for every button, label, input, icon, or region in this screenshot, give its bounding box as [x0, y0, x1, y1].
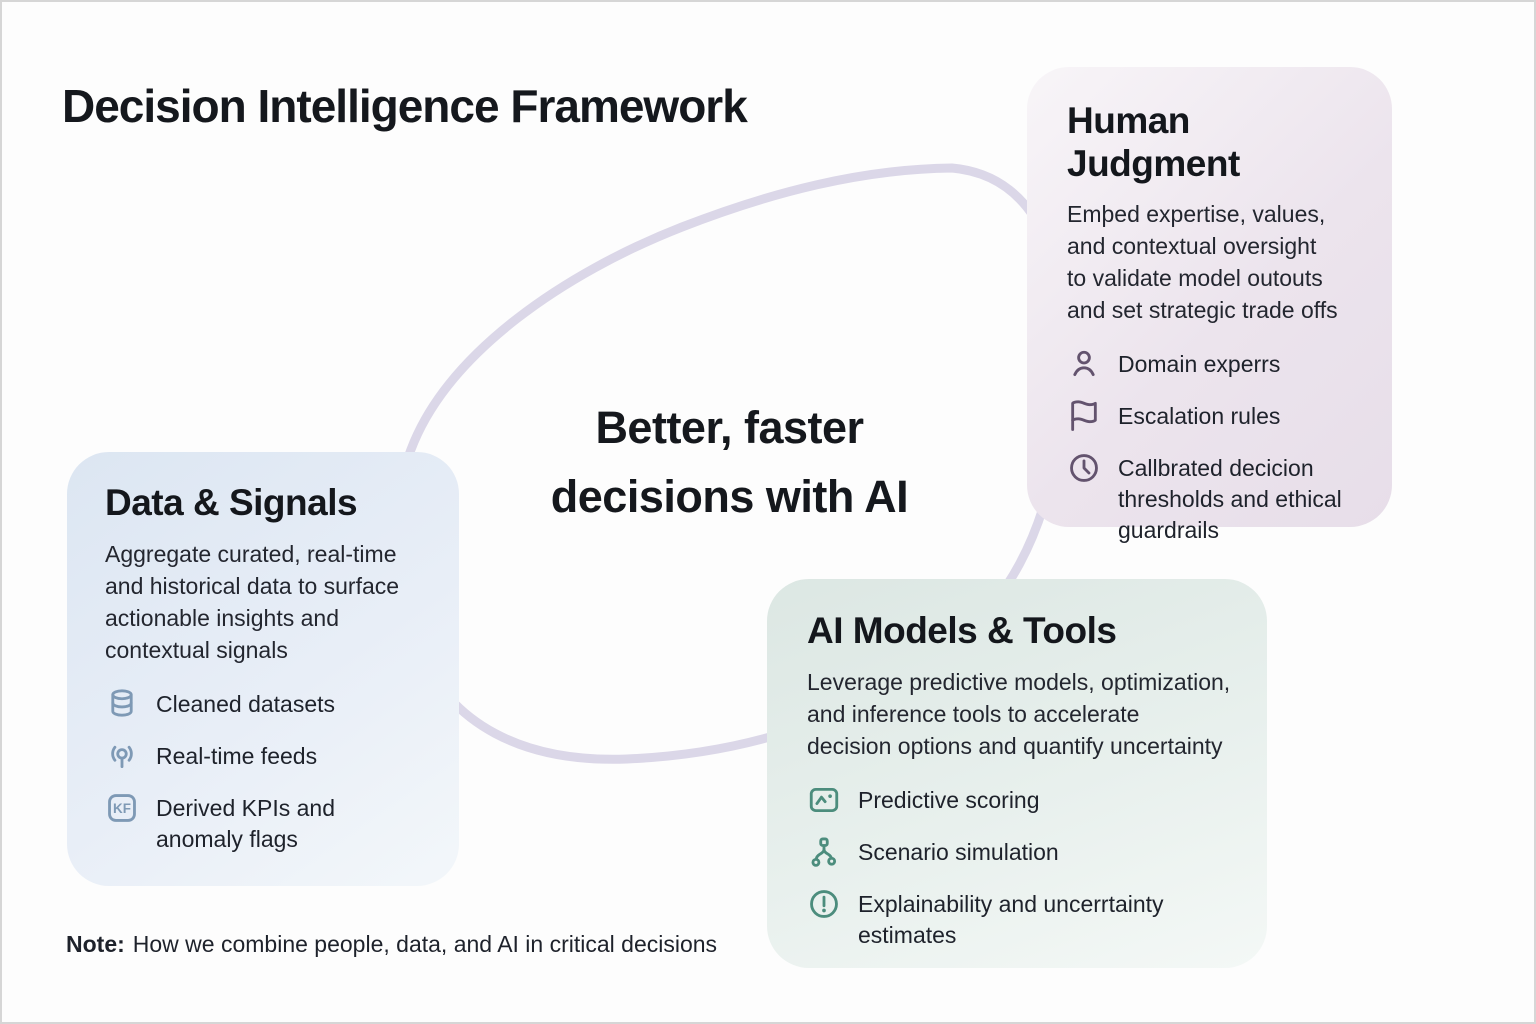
footnote-text: How we combine people, data, and AI in c… — [132, 931, 718, 957]
page-title: Decision Intelligence Framework — [62, 80, 748, 132]
bullet-label: Real-time feeds — [156, 742, 318, 769]
bullet-escalation-rules: Escalation rules — [1067, 399, 1370, 433]
card-human-judgment-bullets: Domain experrs Escalation rules — [1067, 347, 1370, 546]
bullet-explainability: Explainability and uncerrtainty estimate… — [807, 887, 1241, 951]
card-data-signals-description: Aggregate curated, real-time and histori… — [105, 540, 400, 663]
bullet-scenario-simulation: Scenario simulation — [807, 835, 1241, 869]
clock-icon — [1067, 451, 1101, 485]
bullet-derived-kpis: KF Derived KPIs and anomaly flags — [105, 791, 435, 855]
bullet-cleaned-datasets: Cleaned datasets — [105, 687, 435, 721]
database-icon — [105, 687, 139, 721]
card-data-signals-bullets: Cleaned datasets Real-time feeds — [105, 687, 435, 855]
card-human-judgment: Human Judgment Emþed expertise, values, … — [1027, 67, 1392, 543]
person-icon — [1067, 347, 1101, 381]
center-headline-line2: decisions with AI — [550, 471, 909, 522]
bullet-calibrated-thresholds: Callbrated decicion thresholds and ethic… — [1067, 451, 1370, 546]
bullet-realtime-feeds: Real-time feeds — [105, 739, 435, 773]
card-ai-models-description: Leverage predictive models, optimization… — [807, 668, 1231, 759]
kpi-badge-text: KF — [113, 801, 131, 816]
bullet-label: Predictive scoring — [858, 786, 1040, 813]
card-human-judgment-title: Human Judgment — [1067, 100, 1240, 184]
bullet-label: Derived KPIs and anomaly flags — [156, 794, 335, 852]
broadcast-icon — [105, 739, 139, 773]
bullet-predictive-scoring: Predictive scoring — [807, 783, 1241, 817]
flag-icon — [1067, 399, 1101, 433]
bullet-domain-experts: Domain experrs — [1067, 347, 1370, 381]
bullet-label: Cleaned datasets — [156, 690, 336, 717]
footnote-label: Note: — [66, 931, 125, 957]
card-data-signals: Data & Signals Aggregate curated, real-t… — [67, 452, 459, 886]
bullet-label: Escalation rules — [1118, 403, 1281, 430]
trend-chart-icon — [807, 783, 841, 817]
kpi-badge-icon: KF — [105, 791, 139, 825]
card-data-signals-title: Data & Signals — [105, 482, 358, 523]
footnote: Note: How we combine people, data, and AI… — [66, 931, 717, 958]
card-ai-models-bullets: Predictive scoring Scenario simulation — [807, 783, 1241, 951]
bullet-label: Scenario simulation — [858, 838, 1059, 865]
bullet-label: Callbrated decicion thresholds and ethic… — [1118, 455, 1342, 544]
card-ai-models-tools: AI Models & Tools Leverage predictive mo… — [767, 579, 1267, 968]
alert-circle-icon — [807, 887, 841, 921]
bullet-label: Explainability and uncerrtainty estimate… — [858, 890, 1164, 948]
center-headline-line1: Better, faster — [595, 402, 864, 453]
card-ai-models-title: AI Models & Tools — [807, 610, 1117, 651]
center-headline: Better, faster decisions with AI — [422, 393, 1037, 531]
branch-icon — [807, 835, 841, 869]
bullet-label: Domain experrs — [1118, 351, 1281, 378]
card-human-judgment-description: Emþed expertise, values, and contextual … — [1067, 201, 1338, 324]
